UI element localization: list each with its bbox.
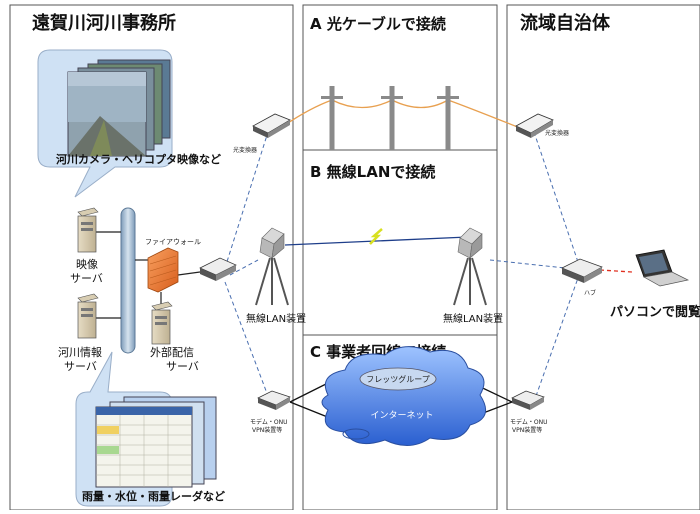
lan-backbone bbox=[120, 207, 136, 354]
network-links bbox=[224, 131, 579, 397]
external-server-icon bbox=[151, 301, 173, 345]
camera-thumbnails bbox=[67, 59, 171, 157]
hub-icon bbox=[561, 258, 603, 283]
modem-right-icon bbox=[511, 390, 545, 410]
river-server-label-1: 河川情報 bbox=[58, 346, 102, 359]
optical-converter-left-label: 光変換器 bbox=[233, 146, 257, 154]
rain-data-thumbnails bbox=[95, 396, 217, 488]
wireless-signal-icon bbox=[369, 228, 383, 245]
video-server-label-1: 映像 bbox=[76, 258, 98, 271]
external-server-label-2: サーバ bbox=[166, 360, 199, 373]
utility-poles bbox=[321, 86, 459, 150]
router-icon bbox=[199, 257, 237, 281]
river-server-label-2: サーバ bbox=[64, 360, 97, 373]
wlan-device-left bbox=[255, 227, 289, 306]
modem-left-label-1: モデム・ONU bbox=[250, 418, 287, 426]
video-server-icon bbox=[77, 207, 99, 253]
wlan-device-left-label: 無線LAN装置 bbox=[246, 312, 306, 325]
pc-view-label: パソコンで閲覧 bbox=[610, 304, 700, 320]
method-b-title: B 無線LANで接続 bbox=[310, 163, 435, 181]
optical-cable bbox=[284, 99, 521, 129]
firewall-label: ファイアウォール bbox=[145, 238, 201, 246]
lan-connections bbox=[96, 231, 201, 319]
cloud-tail-icon bbox=[342, 428, 370, 440]
office-title: 遠賀川河川事務所 bbox=[32, 12, 176, 34]
video-server-label-2: サーバ bbox=[70, 272, 103, 285]
utility-pole bbox=[321, 86, 343, 150]
wlan-device-right-label: 無線LAN装置 bbox=[443, 312, 503, 325]
modem-right-label-1: モデム・ONU bbox=[510, 418, 547, 426]
external-server-label-1: 外部配信 bbox=[150, 345, 194, 359]
flets-group-badge bbox=[359, 367, 437, 391]
method-a-title: A 光ケーブルで接続 bbox=[310, 15, 446, 33]
modem-left-label-2: VPN装置等 bbox=[252, 426, 282, 434]
municipality-panel bbox=[506, 4, 700, 511]
firewall-icon bbox=[147, 247, 179, 293]
wlan-device-right bbox=[453, 227, 487, 306]
wireless-link bbox=[284, 236, 469, 246]
hub-label: ハブ bbox=[584, 289, 596, 297]
camera-caption: 河川カメラ・ヘリコプタ映像など bbox=[56, 152, 221, 166]
optical-converter-right bbox=[515, 113, 554, 138]
laptop-icon bbox=[635, 249, 690, 287]
internet-cloud-icon bbox=[321, 346, 487, 446]
municipality-title: 流域自治体 bbox=[520, 12, 611, 34]
optical-converter-left bbox=[252, 113, 291, 138]
internet-label: インターネット bbox=[370, 410, 433, 421]
modem-left-icon bbox=[257, 390, 291, 410]
utility-pole bbox=[381, 86, 403, 150]
optical-converter-right-label: 光変換器 bbox=[545, 129, 569, 137]
river-server-icon bbox=[77, 293, 99, 339]
pc-link bbox=[599, 269, 633, 273]
modem-right-label-2: VPN装置等 bbox=[512, 426, 542, 434]
flets-group-label: フレッツグループ bbox=[366, 374, 430, 384]
utility-pole bbox=[437, 86, 459, 150]
rain-caption: 雨量・水位・雨量レーダなど bbox=[82, 489, 225, 503]
